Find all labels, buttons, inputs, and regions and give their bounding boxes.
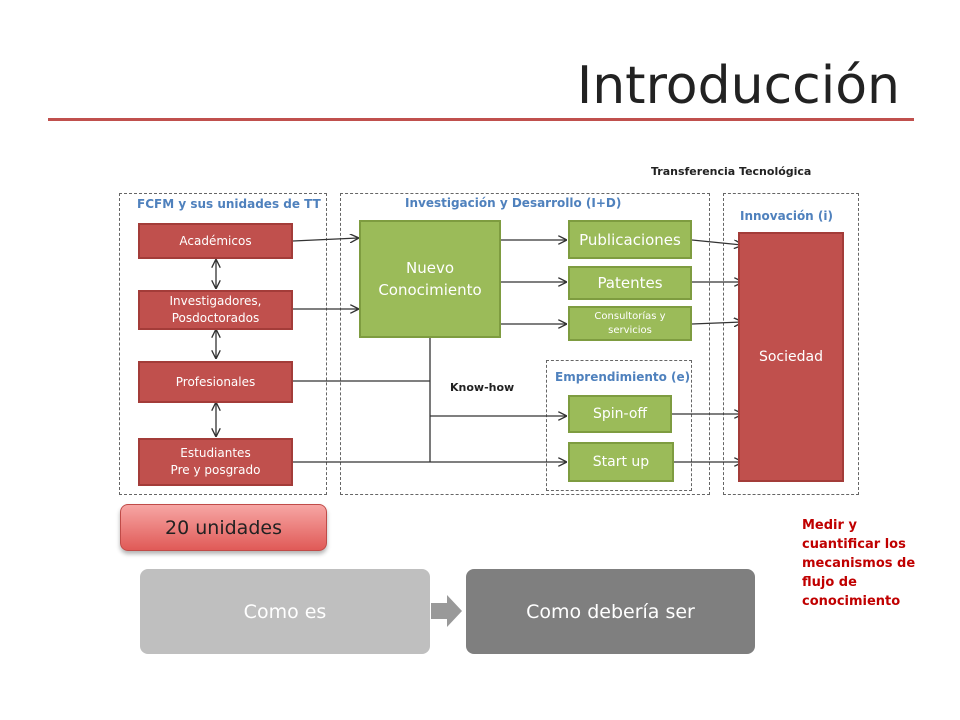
actor-investigadores: Investigadores, Posdoctorados bbox=[138, 290, 293, 330]
fcfm-group bbox=[119, 193, 327, 495]
page-title: Introducción bbox=[576, 56, 900, 116]
output-startup: Start up bbox=[568, 442, 674, 482]
como-es-box: Como es bbox=[140, 569, 430, 654]
medir-line2: cuantificar los bbox=[802, 537, 906, 552]
arrow-cons-soc bbox=[691, 322, 742, 324]
actor-estudiantes-line1: Estudiantes bbox=[180, 446, 251, 460]
arrow-acad-nuevo bbox=[292, 238, 358, 241]
title-underline bbox=[48, 118, 914, 121]
actor-academicos: Académicos bbox=[138, 223, 293, 259]
output-consultorias: Consultorías y servicios bbox=[568, 306, 692, 341]
actor-profesionales-label: Profesionales bbox=[175, 374, 256, 389]
actor-investigadores-line2: Posdoctorados bbox=[171, 311, 260, 325]
unidades-label: 20 unidades bbox=[165, 516, 282, 539]
transferencia-label: Transferencia Tecnológica bbox=[651, 165, 812, 178]
como-deberia-label: Como debería ser bbox=[526, 600, 695, 623]
arrow-pub-soc bbox=[691, 239, 742, 245]
actor-academicos-label: Académicos bbox=[179, 233, 252, 248]
output-patentes: Patentes bbox=[568, 266, 692, 300]
como-deberia-box: Como debería ser bbox=[466, 569, 755, 654]
actor-estudiantes-line2: Pre y posgrado bbox=[170, 463, 261, 477]
output-publicaciones-label: Publicaciones bbox=[579, 230, 681, 249]
sociedad-box: Sociedad bbox=[738, 232, 844, 482]
id-group bbox=[340, 193, 710, 495]
medir-note: Medir y cuantificar los mecanismos de fl… bbox=[802, 516, 915, 611]
actor-investigadores-line1: Investigadores, bbox=[169, 294, 262, 308]
emprendimiento-label: Emprendimiento (e) bbox=[555, 370, 691, 384]
id-label: Investigación y Desarrollo (I+D) bbox=[405, 196, 622, 210]
emprendimiento-group bbox=[546, 360, 692, 491]
output-consultorias-line1: Consultorías y bbox=[594, 310, 666, 322]
output-patentes-label: Patentes bbox=[597, 274, 663, 292]
output-spinoff: Spin-off bbox=[568, 395, 672, 433]
process-arrow-shape bbox=[431, 595, 462, 627]
output-spinoff-label: Spin-off bbox=[592, 406, 648, 422]
actor-estudiantes: Estudiantes Pre y posgrado bbox=[138, 438, 293, 486]
actor-profesionales: Profesionales bbox=[138, 361, 293, 403]
medir-line1: Medir y bbox=[802, 518, 857, 533]
output-publicaciones: Publicaciones bbox=[568, 220, 692, 259]
output-consultorias-line2: servicios bbox=[608, 324, 652, 336]
unidades-badge: 20 unidades bbox=[120, 504, 327, 551]
innovacion-label: Innovación (i) bbox=[740, 209, 833, 223]
innovacion-group bbox=[723, 193, 859, 495]
sociedad-label: Sociedad bbox=[758, 349, 823, 365]
output-startup-label: Start up bbox=[592, 454, 650, 470]
medir-line3: mecanismos de bbox=[802, 556, 916, 571]
nuevo-line1: Nuevo bbox=[405, 259, 454, 277]
medir-line4: flujo de bbox=[802, 575, 857, 590]
nuevo-conocimiento: Nuevo Conocimiento bbox=[359, 220, 501, 338]
medir-line5: conocimiento bbox=[802, 594, 901, 609]
nuevo-line2: Conocimiento bbox=[378, 281, 482, 299]
fcfm-label: FCFM y sus unidades de TT bbox=[137, 197, 321, 211]
como-es-label: Como es bbox=[243, 600, 327, 623]
knowhow-label: Know-how bbox=[450, 381, 515, 394]
